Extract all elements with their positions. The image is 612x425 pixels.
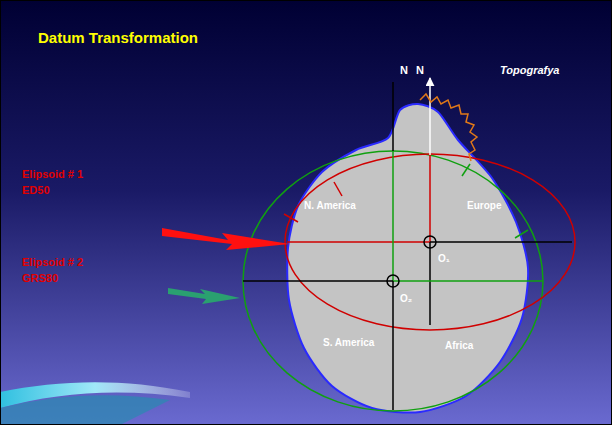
earth-outline [287, 104, 528, 413]
ellipsoid-label: ED50 [22, 184, 50, 196]
axis [392, 151, 394, 281]
axis [392, 82, 394, 151]
pointer [162, 228, 290, 250]
continent-label: S. America [323, 337, 374, 348]
axis [430, 241, 572, 243]
axis [429, 242, 431, 325]
origin-mark [387, 275, 399, 287]
ellipsoid-label: GRS80 [22, 272, 58, 284]
axis [287, 241, 430, 243]
ellipsoid-label: Elipsoid # 1 [22, 168, 83, 180]
north-arrow [429, 78, 431, 155]
grs80-ellipsoid [243, 151, 543, 411]
ellipsoid-label: Elipsoid # 2 [22, 256, 83, 268]
ed50-ellipsoid [285, 154, 575, 330]
topography-label: Topografya [500, 64, 560, 76]
tick [334, 182, 342, 196]
origin-mark [424, 236, 436, 248]
continent-label: N. America [304, 200, 356, 211]
origin-label: O₂ [400, 293, 412, 304]
tick [515, 230, 528, 238]
north-label: N [400, 64, 408, 76]
topography-line [420, 94, 477, 161]
tick [462, 164, 470, 176]
continent-label: Europe [467, 200, 501, 211]
north-label: N [416, 64, 424, 76]
pointer [168, 288, 240, 304]
origin-label: O₁ [438, 253, 450, 264]
continent-label: Africa [445, 340, 473, 351]
axis [243, 280, 393, 282]
tick [284, 214, 298, 222]
swoosh [0, 395, 170, 425]
axis [392, 281, 394, 410]
axis [429, 155, 431, 242]
axis [393, 280, 543, 282]
earth-shape [287, 104, 528, 413]
slide-title: Datum Transformation [38, 30, 198, 47]
